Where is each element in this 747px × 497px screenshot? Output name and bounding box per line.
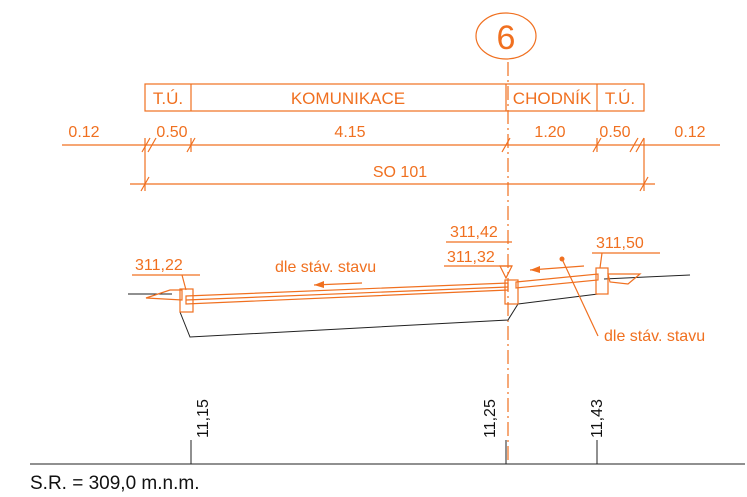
shoulder-right bbox=[607, 273, 642, 285]
datum-label: S.R. = 309,0 m.n.m. bbox=[30, 473, 200, 494]
station-label: 11,25 bbox=[482, 399, 499, 438]
segment-label-tu-right: T.Ú. bbox=[605, 89, 635, 108]
width-value: 0.50 bbox=[599, 124, 630, 141]
width-value: 1.20 bbox=[534, 124, 565, 141]
width-dimension-line: 0.12 0.50 4.15 1.20 0.50 0.12 bbox=[62, 124, 720, 191]
station-marks: 11,15 11,25 11,43 bbox=[190, 399, 606, 464]
road-pavement bbox=[185, 282, 509, 305]
existing-terrain bbox=[128, 274, 691, 338]
segment-label-chodnik: CHODNÍK bbox=[513, 89, 592, 108]
segment-label-komunikace: KOMUNIKACE bbox=[291, 89, 405, 108]
segment-table: T.Ú. KOMUNIKACE CHODNÍK T.Ú. bbox=[144, 83, 645, 112]
subgrade-line bbox=[179, 303, 519, 338]
elevation-center-bottom: 311,32 bbox=[447, 249, 495, 266]
existing-ground-line bbox=[603, 274, 691, 280]
note-left: dle stáv. stavu bbox=[275, 259, 376, 276]
elevation-right: 311,50 bbox=[596, 235, 644, 252]
elevation-left: 311,22 bbox=[135, 257, 183, 274]
road-pavement-layer bbox=[185, 286, 509, 301]
section-number-bubble bbox=[475, 12, 537, 60]
width-value: 0.12 bbox=[68, 124, 99, 141]
segment-table-frame bbox=[144, 83, 645, 112]
dimension-tick bbox=[501, 137, 511, 153]
width-value: 0.50 bbox=[156, 124, 187, 141]
width-value: 4.15 bbox=[334, 124, 365, 141]
total-dimension-line: SO 101 bbox=[130, 164, 655, 192]
dimension-tick bbox=[147, 137, 157, 153]
note-right: dle stáv. stavu bbox=[604, 328, 705, 345]
dimension-tick bbox=[629, 137, 639, 153]
sidewalk-pavement bbox=[515, 273, 599, 289]
note-leader bbox=[561, 258, 599, 337]
width-value: 0.12 bbox=[674, 124, 705, 141]
dimension-tick bbox=[141, 137, 151, 153]
curb-right bbox=[595, 267, 609, 295]
section-number: 6 bbox=[497, 19, 516, 57]
elevation-labels: 311,22 311,42 311,32 311,50 bbox=[132, 224, 660, 291]
elevation-leader bbox=[599, 252, 603, 269]
curb-left bbox=[179, 288, 194, 313]
elevation-marker bbox=[499, 265, 513, 280]
shoulder-left bbox=[145, 289, 183, 301]
dimension-tick bbox=[639, 176, 649, 192]
dimension-tick bbox=[140, 176, 150, 192]
design-section bbox=[145, 267, 642, 313]
elevation-leader bbox=[181, 274, 187, 291]
elevation-center-top: 311,42 bbox=[450, 224, 498, 241]
dimension-tick bbox=[635, 137, 645, 153]
subgrade-line bbox=[517, 293, 599, 305]
curb-center bbox=[504, 279, 519, 305]
existing-state-notes: dle stáv. stavu dle stáv. stavu bbox=[275, 256, 705, 345]
segment-label-tu-left: T.Ú. bbox=[153, 89, 183, 108]
note-arrowhead bbox=[314, 281, 324, 288]
station-label: 11,43 bbox=[589, 399, 606, 438]
station-label: 11,15 bbox=[195, 399, 212, 438]
note-arrowhead bbox=[530, 266, 540, 273]
total-dimension-label: SO 101 bbox=[373, 164, 427, 181]
